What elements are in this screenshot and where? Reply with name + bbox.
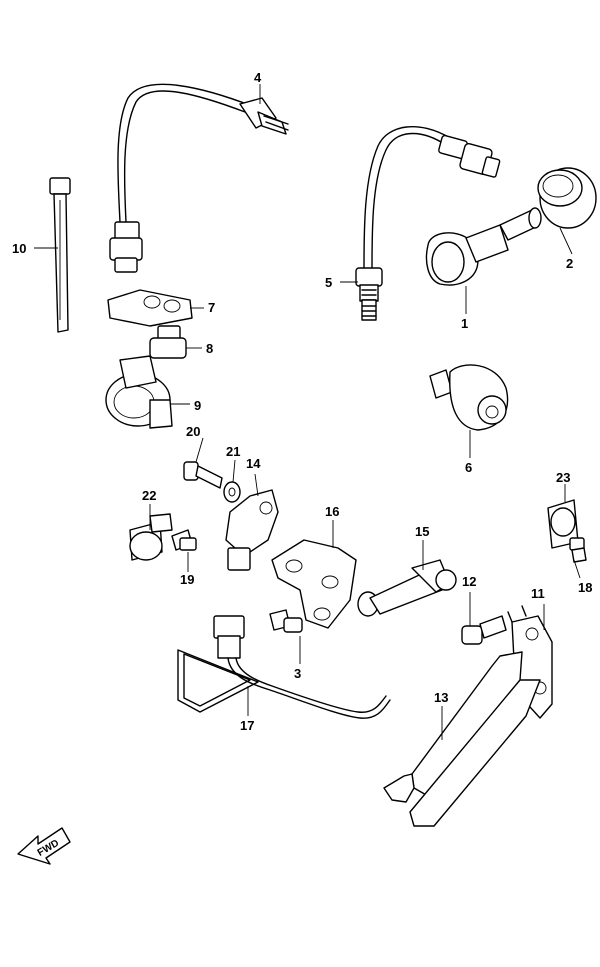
part-3-bolt xyxy=(269,609,303,633)
callout-14: 14 xyxy=(246,456,261,471)
part-10-cable-tie xyxy=(49,177,71,333)
part-8-bolt xyxy=(149,325,187,359)
part-12-bolt xyxy=(461,615,507,645)
callout-22: 22 xyxy=(142,488,156,503)
part-23-clamp xyxy=(547,499,579,549)
callout-17: 17 xyxy=(240,718,254,733)
leader-lines xyxy=(34,84,581,740)
part-16-bracket xyxy=(271,539,357,629)
part-20-bolt xyxy=(183,461,223,489)
callout-15: 15 xyxy=(415,524,429,539)
part-6-sensor xyxy=(429,364,509,431)
callout-11: 11 xyxy=(531,586,545,601)
callout-20: 20 xyxy=(186,424,200,439)
part-7-clamp-plate xyxy=(107,289,193,327)
callout-9: 9 xyxy=(194,398,201,413)
callout-labels: 4 2 1 5 6 7 8 9 10 11 12 13 14 15 16 17 … xyxy=(12,70,592,733)
callout-18: 18 xyxy=(578,580,592,595)
part-19-bolt xyxy=(171,529,197,551)
callout-10: 10 xyxy=(12,241,26,256)
part-21-washer xyxy=(223,481,241,503)
callout-4: 4 xyxy=(254,70,262,85)
callout-19: 19 xyxy=(180,572,194,587)
callout-5: 5 xyxy=(325,275,332,290)
fwd-arrow-icon: FWD xyxy=(17,827,71,865)
callout-16: 16 xyxy=(325,504,339,519)
callout-7: 7 xyxy=(208,300,215,315)
callout-21: 21 xyxy=(226,444,240,459)
part-14-sensor xyxy=(225,489,279,571)
part-17-harness xyxy=(177,615,391,719)
callout-8: 8 xyxy=(206,341,213,356)
part-22-clamp xyxy=(129,513,173,561)
part-9-clamp xyxy=(105,355,173,429)
part-13-lever xyxy=(383,651,541,827)
callout-3: 3 xyxy=(294,666,301,681)
part-4-sensor-harness xyxy=(109,83,289,273)
callout-23: 23 xyxy=(556,470,570,485)
callout-6: 6 xyxy=(465,460,472,475)
part-15-link-rod xyxy=(357,559,457,617)
callout-12: 12 xyxy=(462,574,476,589)
callout-1: 1 xyxy=(461,316,468,331)
part-1-sender xyxy=(425,207,542,286)
part-5-sensor-harness xyxy=(355,126,501,321)
part-2-grommet xyxy=(537,167,597,229)
callout-13: 13 xyxy=(434,690,448,705)
callout-2: 2 xyxy=(566,256,573,271)
part-18-bolt xyxy=(569,537,587,563)
